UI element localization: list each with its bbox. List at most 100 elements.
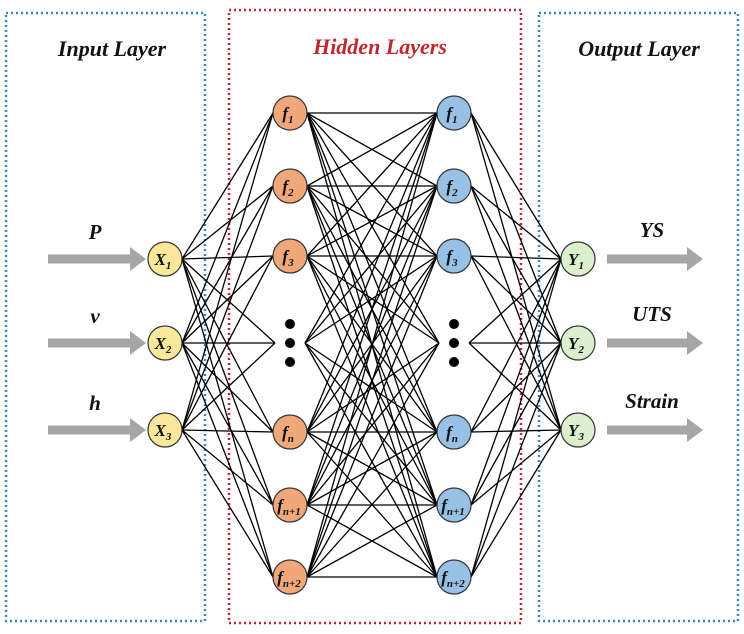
hidden1-node: fn+2 <box>272 559 308 595</box>
edge-hidden1-hidden2 <box>306 112 438 187</box>
hidden2-node: fn <box>436 414 472 450</box>
hidden1-node: f1 <box>272 95 308 131</box>
input-node-circle <box>147 325 183 361</box>
edge-input-hidden1 <box>181 342 274 578</box>
ellipsis-dot <box>449 319 459 329</box>
edge-input-ellipsis <box>181 258 276 344</box>
hidden2-ellipsis <box>449 319 459 367</box>
edge-hidden2-output <box>470 258 562 578</box>
edge-hidden2-output <box>470 112 562 344</box>
hidden1-node: fn <box>272 414 308 450</box>
edge-hidden1-hidden2 <box>306 431 438 506</box>
output-arrow <box>607 418 703 442</box>
input-node-label: X2 <box>154 334 172 356</box>
edge-hidden2-output <box>470 429 562 433</box>
hidden1-node-label: f2 <box>282 177 294 199</box>
edge-input-hidden1 <box>181 258 274 506</box>
hidden1-node: fn+1 <box>272 487 308 523</box>
ellipsis-dot <box>449 338 459 348</box>
edge-ellipsis-hidden2 <box>304 342 438 506</box>
input-node: X1 <box>147 241 183 277</box>
input-node-circle <box>147 412 183 448</box>
edge-input-hidden1 <box>181 429 274 506</box>
edge-hidden1-hidden2 <box>306 112 438 578</box>
edge-ellipsis-output <box>468 258 562 344</box>
edge-input-hidden1 <box>181 185 274 431</box>
edge-hidden1-hidden2 <box>306 112 438 257</box>
hidden2-node-label: fn+2 <box>441 568 465 590</box>
input-variable-label: v <box>90 304 100 328</box>
edge-hidden1-hidden2 <box>306 504 438 578</box>
hidden1-node-label: f1 <box>282 104 293 126</box>
edge-hidden2-output <box>470 258 562 506</box>
edge-hidden1-ellipsis <box>306 112 440 344</box>
edge-hidden1-ellipsis <box>306 255 440 344</box>
edge-input-hidden1 <box>181 258 274 578</box>
output-node-circle <box>560 241 596 277</box>
output-node: Y3 <box>560 412 596 448</box>
edge-ellipsis-hidden2 <box>304 112 438 344</box>
edge-ellipsis-hidden2 <box>304 255 438 344</box>
edge-hidden2-output <box>470 185 562 431</box>
edge-input-hidden1 <box>181 185 274 344</box>
ellipsis-dot <box>285 319 295 329</box>
edge-hidden1-hidden2 <box>306 255 438 578</box>
hidden1-node: f3 <box>272 238 308 274</box>
hidden1-ellipsis <box>285 319 295 367</box>
edge-input-hidden1 <box>181 112 274 260</box>
output-node-circle <box>560 412 596 448</box>
input-arrow <box>48 418 146 442</box>
edge-hidden1-ellipsis <box>306 342 440 578</box>
input-node-label: X1 <box>154 250 172 272</box>
hidden1-node-label: fn+2 <box>277 568 301 590</box>
edge-hidden2-output <box>470 112 562 431</box>
edge-input-hidden1 <box>181 112 274 344</box>
output-layer-title: Output Layer <box>578 36 700 61</box>
edge-hidden1-hidden2 <box>306 431 438 578</box>
hidden1-node-label: fn <box>282 423 294 445</box>
edge-hidden2-output <box>470 258 562 433</box>
edge-hidden2-output <box>470 342 562 578</box>
hidden2-node: fn+1 <box>436 487 472 523</box>
connection-edges <box>181 112 562 578</box>
edge-hidden2-output <box>470 429 562 578</box>
hidden2-node-circle <box>436 95 472 131</box>
input-node: X3 <box>147 412 183 448</box>
edge-hidden1-ellipsis <box>306 342 440 433</box>
input-variable-label: P <box>88 220 102 244</box>
input-arrow <box>48 247 146 271</box>
hidden2-node-label: f1 <box>446 104 457 126</box>
edge-hidden2-output <box>470 112 562 260</box>
hidden1-node-label: f3 <box>282 247 294 269</box>
edge-ellipsis-output <box>468 342 562 431</box>
output-node-label: Y1 <box>568 250 584 272</box>
edge-input-hidden1 <box>181 112 274 431</box>
edge-input-hidden1 <box>181 429 274 578</box>
edge-input-hidden1 <box>181 255 274 260</box>
hidden-layers-title: Hidden Layers <box>312 34 447 59</box>
output-variable-label: YS <box>640 218 665 242</box>
edge-input-hidden1 <box>181 185 274 260</box>
hidden2-node-label: f2 <box>446 177 458 199</box>
hidden2-node-label: f3 <box>446 247 458 269</box>
hidden2-node-circle <box>436 168 472 204</box>
ellipsis-dot <box>285 338 295 348</box>
io-arrows <box>48 247 703 442</box>
input-arrow <box>48 331 146 355</box>
hidden1-node-circle <box>272 414 308 450</box>
edge-input-hidden1 <box>181 429 274 433</box>
output-layer-frame <box>537 11 740 623</box>
hidden1-node-circle <box>272 238 308 274</box>
input-node-label: X3 <box>154 421 172 443</box>
hidden2-node: f1 <box>436 95 472 131</box>
edge-hidden1-ellipsis <box>306 342 440 506</box>
output-variable-label: Strain <box>625 389 679 413</box>
output-node: Y2 <box>560 325 596 361</box>
input-node: X2 <box>147 325 183 361</box>
input-node-circle <box>147 241 183 277</box>
input-layer-frame <box>4 11 207 623</box>
hidden2-node: f2 <box>436 168 472 204</box>
hidden1-node: f2 <box>272 168 308 204</box>
